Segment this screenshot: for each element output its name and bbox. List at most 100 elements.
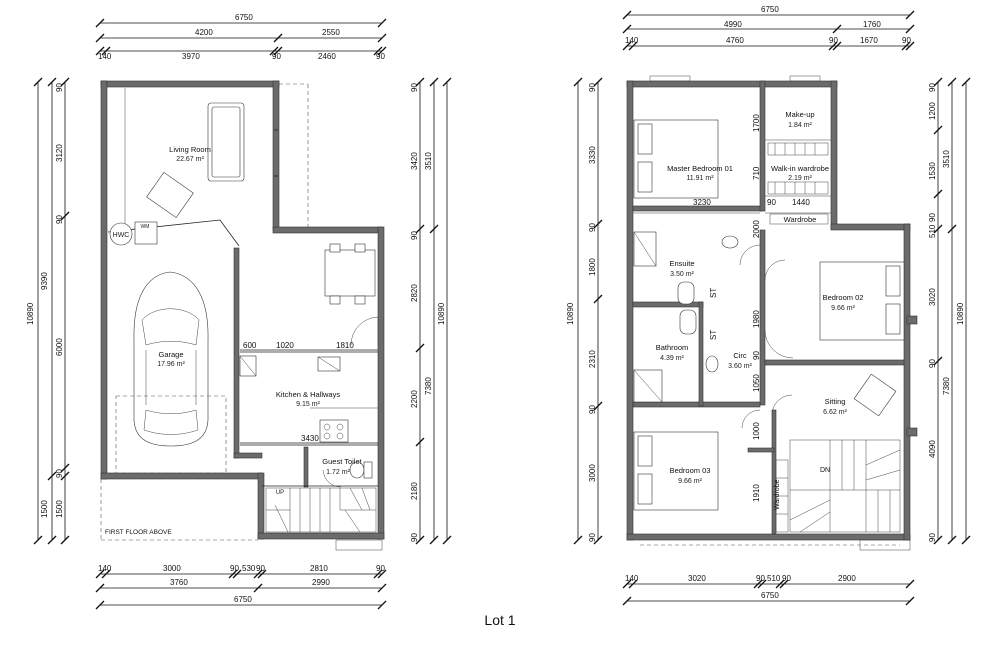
ff-dim-right: 90 bbox=[928, 213, 937, 222]
ff-left-dimensions: 10890 90 3330 90 1800 2310 90 3000 90 bbox=[566, 77, 603, 545]
gf-dim-bottom: 90 bbox=[376, 564, 385, 573]
label-wardrobe-bedroom-03: Wardrobe bbox=[774, 479, 781, 510]
washing-machine bbox=[134, 221, 158, 245]
gf-dim-bottom: 90 bbox=[256, 564, 265, 573]
gf-inner-dim: 3430 bbox=[301, 434, 319, 443]
gf-dim-right: 3510 bbox=[424, 152, 433, 170]
gf-dim-right: 90 bbox=[410, 533, 419, 542]
door-swing bbox=[322, 469, 342, 488]
ff-dim-left: 90 bbox=[588, 533, 597, 542]
door-swing bbox=[741, 409, 761, 429]
ff-dim-top: 1670 bbox=[860, 36, 878, 45]
ff-dim-right: 10890 bbox=[956, 302, 965, 325]
room-name-circ: Circ bbox=[733, 351, 747, 360]
ff-inner-dim: 2000 bbox=[752, 220, 761, 238]
label-first-floor-above: FIRST FLOOR ABOVE bbox=[105, 529, 172, 536]
gf-dim-left: 10890 bbox=[26, 302, 35, 325]
ff-dim-right: 90 bbox=[928, 533, 937, 542]
gf-inner-dimensions: 600 1020 1810 3430 bbox=[243, 341, 354, 443]
ff-dim-left: 3000 bbox=[588, 464, 597, 482]
ff-dim-left: 3330 bbox=[588, 146, 597, 164]
ff-dim-right: 4090 bbox=[928, 440, 937, 458]
ff-inner-dim: 3230 bbox=[693, 198, 711, 207]
door-swing bbox=[739, 244, 761, 266]
gf-inner-dim: 1020 bbox=[276, 341, 294, 350]
ff-dim-bottom: 3020 bbox=[688, 574, 706, 583]
gf-left-dimensions: 10890 9390 90 3120 90 6000 90 1500 1500 bbox=[26, 77, 70, 545]
gf-dim-bottom: 90 bbox=[230, 564, 239, 573]
door-swing bbox=[764, 259, 786, 281]
label-wm: WM bbox=[141, 224, 150, 230]
room-area-sitting: 6.62 m² bbox=[823, 409, 847, 416]
ff-walls bbox=[626, 80, 918, 541]
gf-dim-bottom: 3000 bbox=[163, 564, 181, 573]
room-name-living-room: Living Room bbox=[169, 145, 211, 154]
car-outline bbox=[133, 271, 209, 447]
ff-dim-top: 1760 bbox=[863, 20, 881, 29]
ff-dim-left: 90 bbox=[588, 223, 597, 232]
ff-dim-right: 1200 bbox=[928, 102, 937, 120]
room-area-garage: 17.96 m² bbox=[157, 361, 185, 368]
ff-inner-dim: 1440 bbox=[792, 198, 810, 207]
room-name-ensuite: Ensuite bbox=[669, 259, 694, 268]
gf-right-dimensions: 90 3420 3510 90 2820 10890 7380 2200 218… bbox=[410, 77, 452, 545]
ff-dim-bottom: 140 bbox=[625, 574, 639, 583]
gf-dim-left: 90 bbox=[55, 469, 64, 478]
ff-inner-dim: 1910 bbox=[752, 484, 761, 502]
ff-furniture bbox=[633, 119, 905, 533]
gf-dim-top: 2550 bbox=[322, 28, 340, 37]
ff-dim-left: 90 bbox=[588, 83, 597, 92]
ff-inner-dim: 1000 bbox=[752, 422, 761, 440]
gf-dim-left: 6000 bbox=[55, 338, 64, 356]
ensuite-bath bbox=[677, 281, 695, 305]
gf-dim-top: 90 bbox=[376, 52, 385, 61]
ff-dim-right: 3020 bbox=[928, 288, 937, 306]
room-area-circ: 3.60 m² bbox=[728, 363, 752, 370]
ff-inner-dim: 1050 bbox=[752, 374, 761, 392]
walk-in-wardrobe-rails bbox=[767, 142, 829, 225]
ground-floor-plan: 6750 4200 2550 140 3970 90 2460 90 10890… bbox=[26, 13, 452, 610]
ff-dim-right: 1530 bbox=[928, 162, 937, 180]
ff-dim-bottom: 6750 bbox=[761, 591, 779, 600]
gf-inner-dim: 600 bbox=[243, 341, 257, 350]
gf-dim-right: 2180 bbox=[410, 482, 419, 500]
armchair bbox=[146, 171, 194, 219]
gf-dim-right: 90 bbox=[410, 231, 419, 240]
ff-dim-total-top: 6750 bbox=[761, 5, 779, 14]
cooktop bbox=[319, 419, 349, 443]
ff-staircase bbox=[789, 439, 901, 533]
ff-dim-bottom: 510 bbox=[767, 574, 781, 583]
ff-dim-top: 140 bbox=[625, 36, 639, 45]
gf-dim-top: 90 bbox=[272, 52, 281, 61]
room-name-sitting: Sitting bbox=[825, 397, 846, 406]
room-name-walk-in-wardrobe: Walk-in wardrobe bbox=[771, 164, 829, 173]
first-floor-plan: 6750 4990 1760 140 4760 90 1670 90 10890… bbox=[566, 5, 971, 606]
ff-dim-right: 7380 bbox=[942, 377, 951, 395]
room-name-bathroom: Bathroom bbox=[656, 343, 689, 352]
hwc-cylinder bbox=[109, 222, 133, 246]
gf-dim-bottom: 530 bbox=[242, 564, 256, 573]
ff-top-dimensions: 6750 4990 1760 140 4760 90 1670 90 bbox=[622, 5, 915, 51]
gf-dim-left: 90 bbox=[55, 83, 64, 92]
gf-dim-bottom: 2990 bbox=[312, 578, 330, 587]
room-area-master-bedroom-01: 11.91 m² bbox=[686, 175, 714, 182]
gf-room-labels: Living Room 22.67 m² Garage 17.96 m² Kit… bbox=[105, 145, 363, 536]
ff-bottom-dimensions: 140 3020 90 510 90 2900 6750 bbox=[622, 574, 915, 606]
door-swing bbox=[771, 394, 793, 416]
gf-dim-total-top: 6750 bbox=[235, 13, 253, 22]
ff-dim-right: 90 bbox=[928, 83, 937, 92]
gf-dim-right: 2200 bbox=[410, 390, 419, 408]
room-area-living-room: 22.67 m² bbox=[176, 156, 204, 163]
room-area-bedroom-03: 9.66 m² bbox=[678, 478, 702, 485]
ff-inner-dim: 90 bbox=[767, 198, 776, 207]
gf-window-and-dashed-lines bbox=[100, 83, 383, 551]
ff-dim-top: 90 bbox=[829, 36, 838, 45]
gf-dim-top: 140 bbox=[98, 52, 112, 61]
gf-dim-bottom: 3760 bbox=[170, 578, 188, 587]
ff-dim-left: 90 bbox=[588, 405, 597, 414]
room-area-bathroom: 4.39 m² bbox=[660, 355, 684, 362]
gf-dim-left: 1500 bbox=[40, 500, 49, 518]
gf-dim-right: 90 bbox=[410, 83, 419, 92]
ff-dim-bottom: 2900 bbox=[838, 574, 856, 583]
ensuite-basin bbox=[721, 235, 739, 249]
